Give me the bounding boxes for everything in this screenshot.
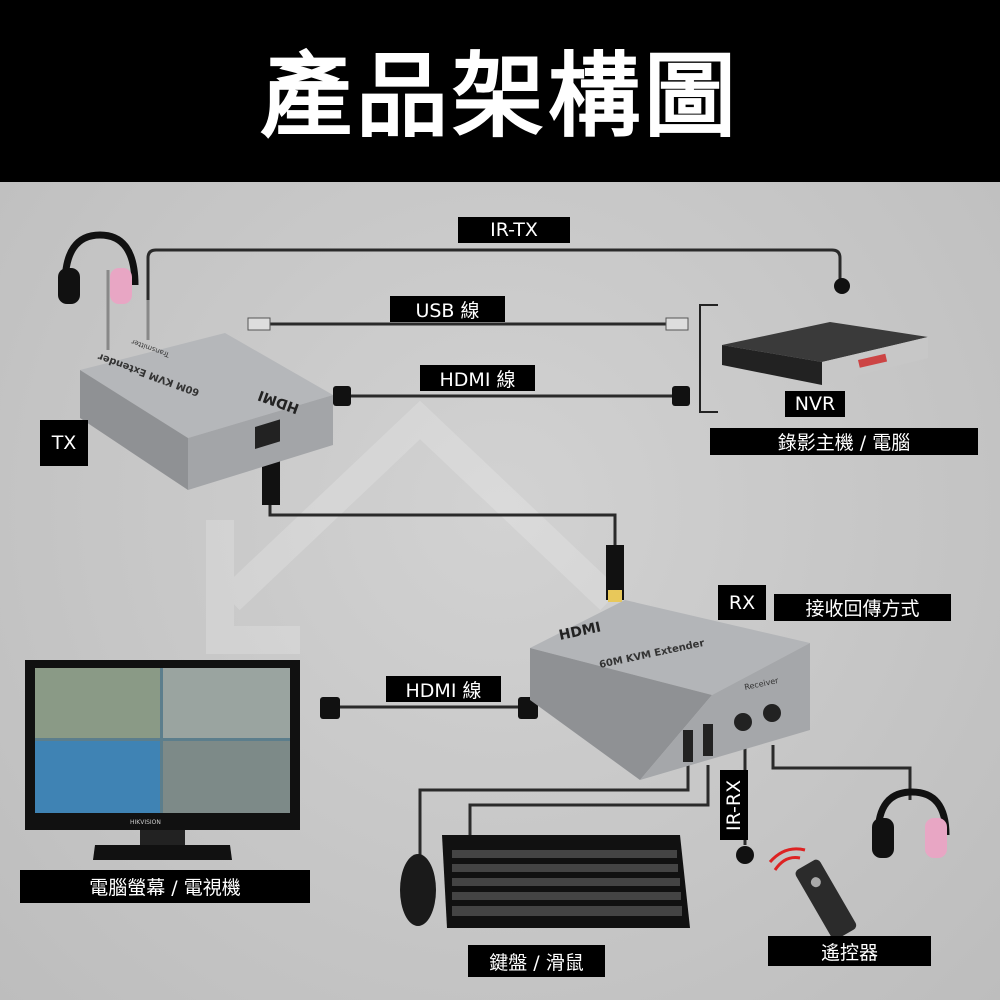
mouse-device xyxy=(400,854,436,926)
label-recorder-pc: 錄影主機 / 電腦 xyxy=(710,428,978,455)
label-keyboard-mouse: 鍵盤 / 滑鼠 xyxy=(468,945,605,977)
tx-device: 60M KVM Extender HDMI Transmitter xyxy=(80,270,333,490)
rj45-plug-rx xyxy=(606,545,624,600)
nvr-device xyxy=(722,322,928,385)
label-hdmi-cable-mid: HDMI 線 xyxy=(386,676,501,702)
label-remote: 遙控器 xyxy=(768,936,931,966)
label-rx: RX xyxy=(718,585,766,620)
rx-usb-port-2 xyxy=(703,724,713,756)
headphones-rx-icon xyxy=(872,788,950,858)
usb-connector-right xyxy=(665,317,689,331)
connectors xyxy=(247,278,850,864)
monitor-brand-text: HIKVISION xyxy=(130,819,161,826)
audio-cable xyxy=(771,745,912,800)
hdmi-connector-right xyxy=(672,386,690,406)
headphones-tx-icon xyxy=(58,231,139,304)
label-ir-rx: IR-RX xyxy=(720,770,748,840)
rx-device: HDMI 60M KVM Extender Receiver xyxy=(530,600,810,780)
label-nvr: NVR xyxy=(785,391,845,417)
label-monitor-tv: 電腦螢幕 / 電視機 xyxy=(20,870,310,903)
cables xyxy=(146,248,912,860)
monitor-device: HIKVISION xyxy=(25,660,300,860)
rx-ir-port xyxy=(763,704,781,722)
ir-signal-icon xyxy=(768,847,806,871)
rx-audio-port xyxy=(734,713,752,731)
ir-tx-sensor xyxy=(834,278,850,294)
keyboard-device xyxy=(442,835,690,928)
ethernet-cable xyxy=(268,500,617,545)
rj45-plug-tx xyxy=(262,460,280,505)
watermark-logo xyxy=(206,400,620,654)
label-tx: TX xyxy=(40,420,88,466)
label-usb-cable: USB 線 xyxy=(390,296,505,322)
usb-cable-mouse xyxy=(418,765,690,860)
usb-cable-keyboard xyxy=(468,765,710,835)
hdmi-connector-mid-right xyxy=(518,697,538,719)
hdmi-connector-mid-left xyxy=(320,697,340,719)
label-hdmi-cable-top: HDMI 線 xyxy=(420,365,535,391)
nvr-bracket xyxy=(699,304,718,413)
label-ir-tx: IR-TX xyxy=(458,217,570,243)
ir-rx-sensor xyxy=(736,846,754,864)
page-title: 產品架構圖 xyxy=(259,43,740,150)
ir-tx-cable xyxy=(146,248,842,330)
hdmi-connector-left xyxy=(333,386,351,406)
remote-device xyxy=(795,859,857,940)
rx-usb-port-1 xyxy=(683,730,693,762)
header-bar: 產品架構圖 xyxy=(0,0,1000,182)
label-rx-method: 接收回傳方式 xyxy=(774,594,951,621)
usb-connector-left xyxy=(247,317,271,331)
